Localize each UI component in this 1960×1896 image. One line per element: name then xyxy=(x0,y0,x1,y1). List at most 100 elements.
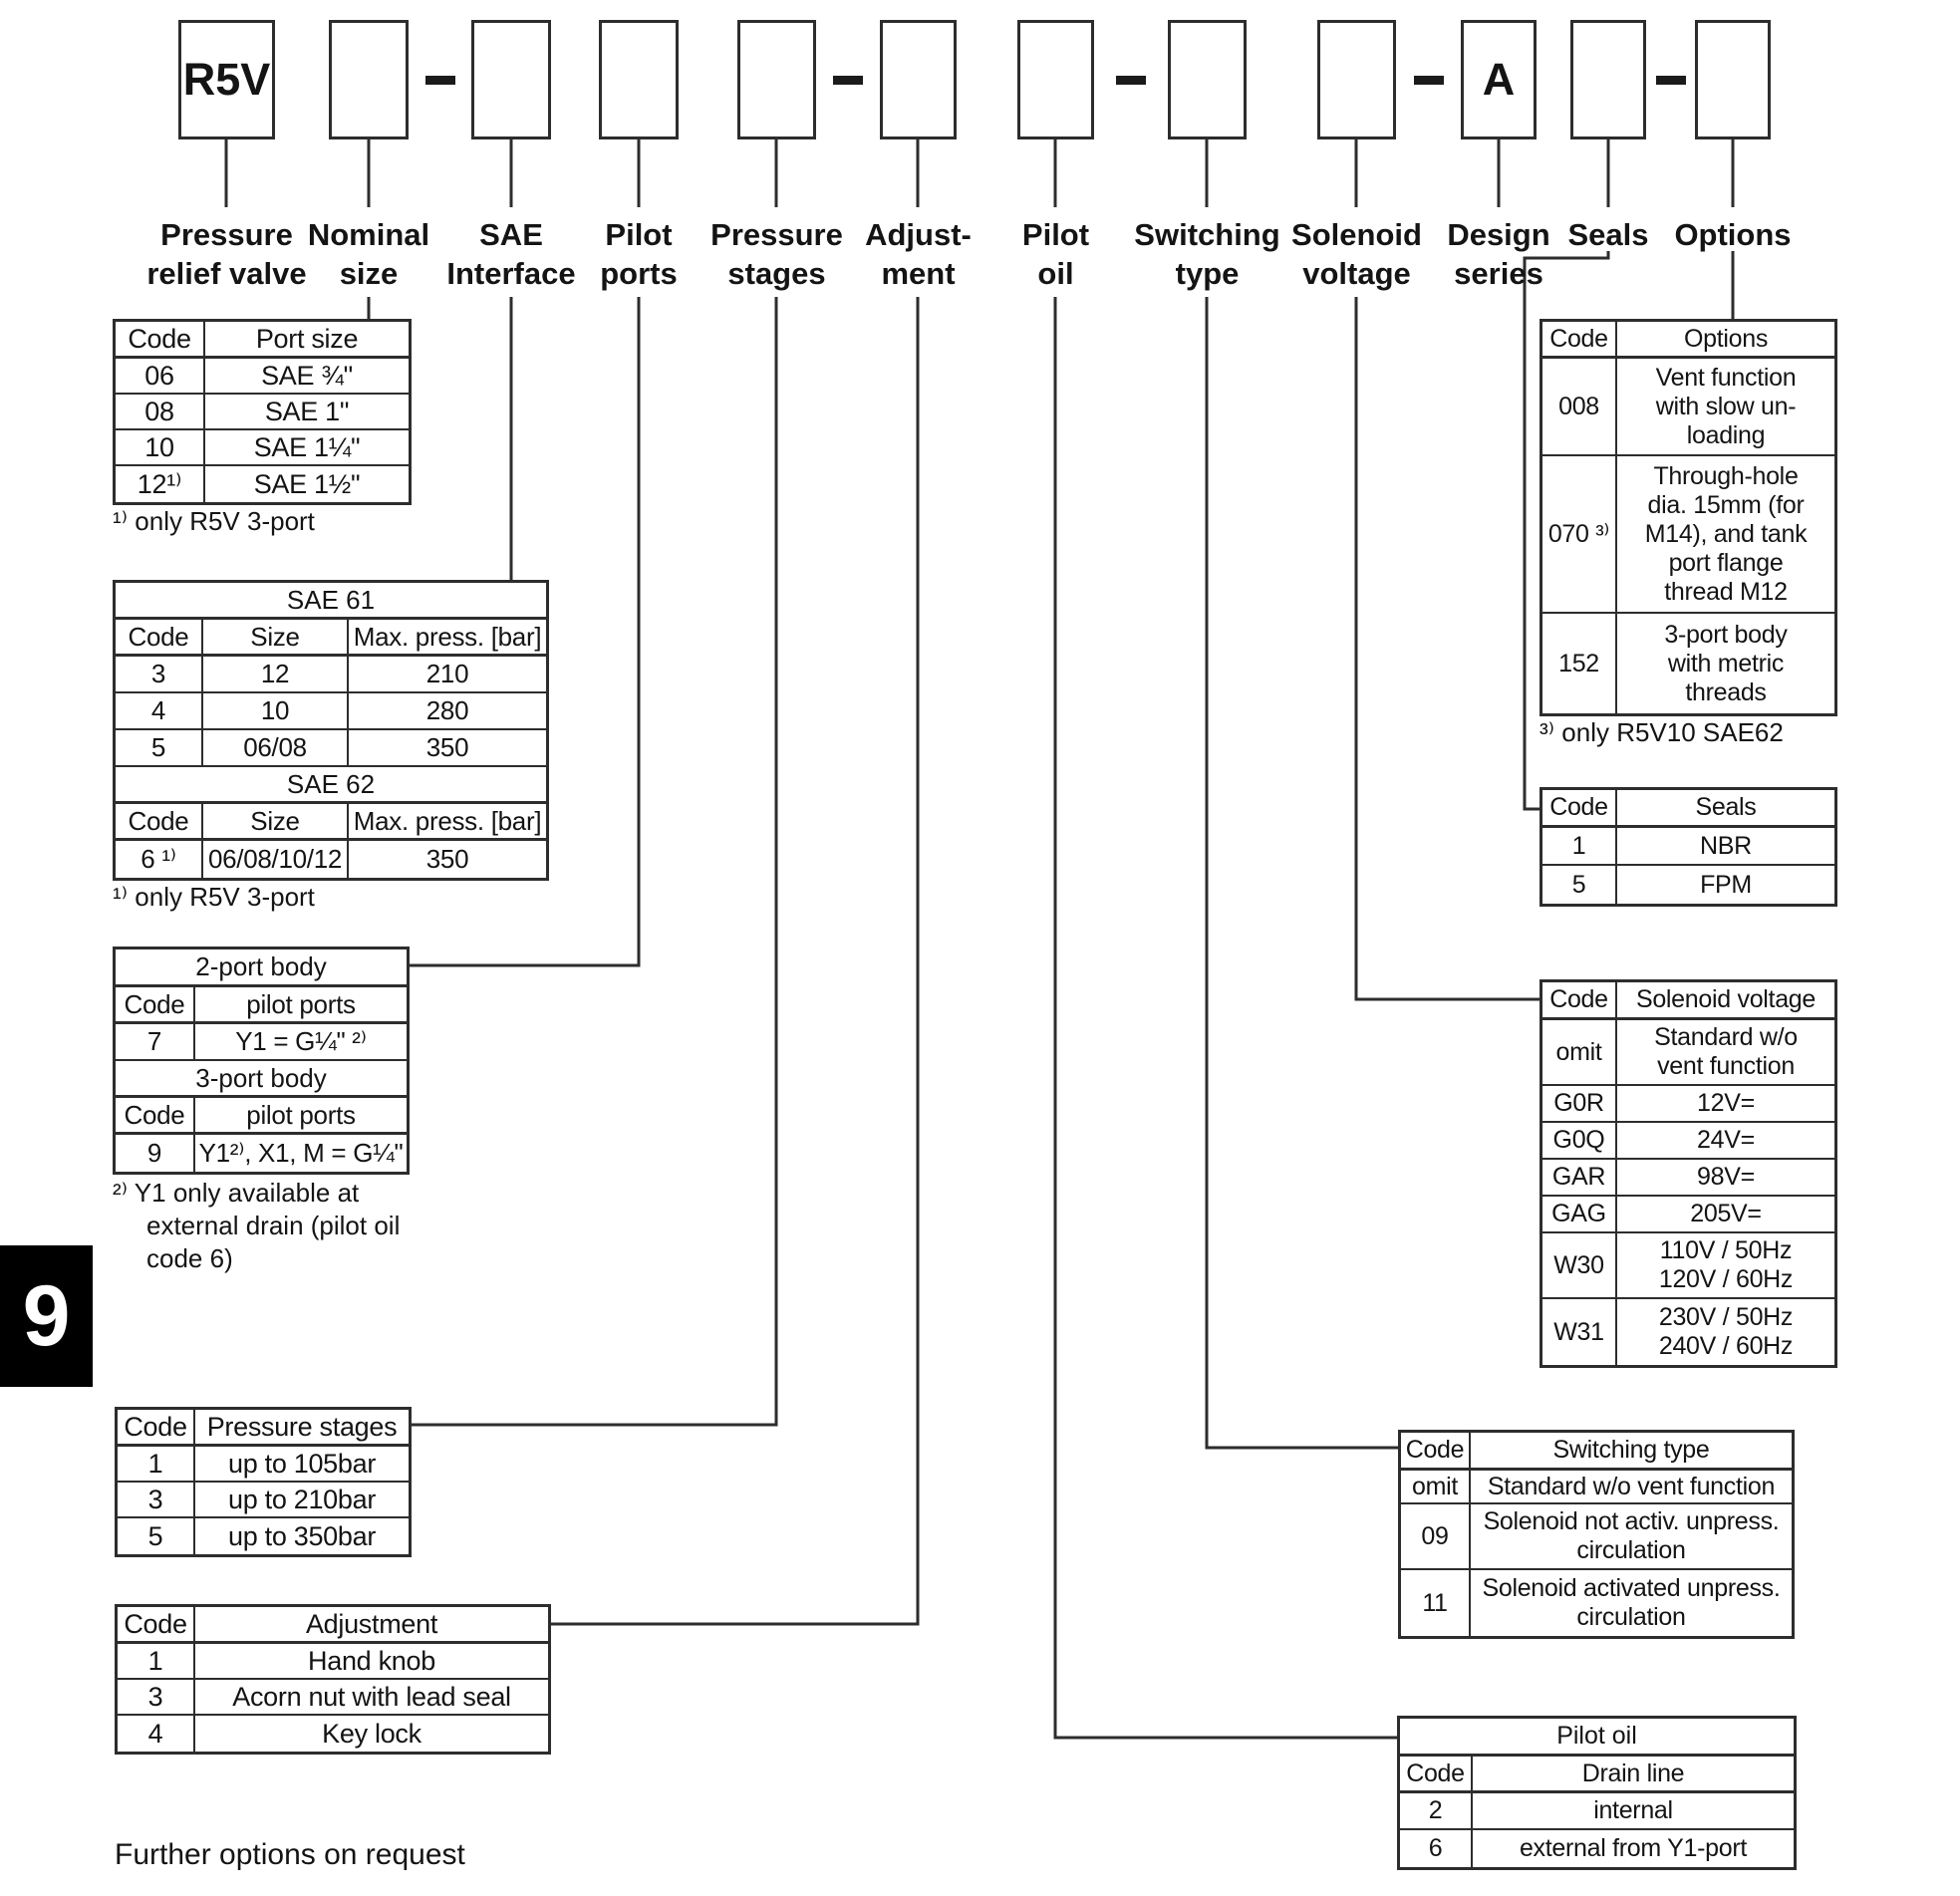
table-row: GAR 98V= xyxy=(1542,1160,1834,1197)
table-cell: 110V / 50Hz 120V / 60Hz xyxy=(1658,1236,1794,1293)
field-label-pressure-stages: Pressure stages xyxy=(710,217,843,291)
table-cell: Standard w/o vent function xyxy=(1654,1023,1798,1080)
table-cell: 210 xyxy=(425,659,469,688)
table-cell: 5 xyxy=(116,730,203,765)
model-code-box-nominal-size xyxy=(329,20,409,139)
table-cell: Vent function with slow un- loading xyxy=(1655,363,1797,449)
table-cell: 12¹⁾ xyxy=(116,466,205,502)
table-cell: 08 xyxy=(116,395,205,428)
column-header: Code xyxy=(116,620,203,654)
column-header: Code xyxy=(1542,322,1617,356)
table-cell: 4 xyxy=(116,693,203,728)
model-code-box-adjustment xyxy=(880,20,957,139)
table-cell: SAE 1½" xyxy=(253,468,361,499)
table-cell: internal xyxy=(1593,1796,1673,1824)
table-cell: NBR xyxy=(1700,831,1752,860)
field-label-design-series: Design series xyxy=(1447,217,1550,291)
column-header: Pressure stages xyxy=(206,1411,398,1442)
table-cell: 06/08/10/12 xyxy=(203,841,349,878)
table-band: 3-port body xyxy=(116,1061,407,1098)
table-cell: 350 xyxy=(425,844,469,874)
table-band: 2-port body xyxy=(116,949,407,987)
column-header: Code xyxy=(118,1410,195,1444)
code-separator-dash xyxy=(833,76,863,85)
table-cell: 070 ³⁾ xyxy=(1542,456,1617,612)
column-header: Code xyxy=(1542,982,1617,1017)
table-cell: 230V / 50Hz 240V / 60Hz xyxy=(1658,1303,1794,1360)
table-cell: 09 xyxy=(1401,1504,1471,1568)
model-code-box-pilot-ports xyxy=(599,20,679,139)
table-cell: SAE 1¼" xyxy=(253,431,361,462)
table-cell: 11 xyxy=(1401,1570,1471,1636)
connector-switching-type xyxy=(1205,297,1400,1450)
table-cell: 12V= xyxy=(1697,1089,1755,1117)
field-label-switching-type: Switching type xyxy=(1134,217,1280,291)
table-cell: 6 xyxy=(1400,1830,1473,1867)
footnote-pilot-ports: ²⁾ Y1 only available at external drain (… xyxy=(113,1178,401,1273)
model-code-box-design-series: A xyxy=(1461,20,1537,139)
table-cell: 1 xyxy=(1542,828,1617,864)
column-header: Size xyxy=(203,620,349,654)
code-separator-dash xyxy=(1655,76,1686,85)
column-header: Size xyxy=(203,804,349,838)
model-code-box-pilot-oil xyxy=(1017,20,1094,139)
table-cell: G0R xyxy=(1542,1086,1617,1121)
table-cell: Hand knob xyxy=(308,1645,435,1676)
field-label-nominal-size: Nominal size xyxy=(307,217,430,291)
table-cell: 7 xyxy=(116,1024,195,1059)
table-cell: Standard w/o vent function xyxy=(1487,1472,1776,1500)
footer-note: Further options on request xyxy=(115,1838,465,1871)
table-cell: Through-hole dia. 15mm (for M14), and ta… xyxy=(1644,461,1808,606)
table-row: 1 NBR xyxy=(1542,828,1834,866)
table-cell: up to 350bar xyxy=(227,1520,377,1551)
table-cell: W30 xyxy=(1542,1233,1617,1297)
model-code-box-pressure-stages xyxy=(737,20,816,139)
table-header-row: Code Pressure stages xyxy=(118,1410,409,1447)
field-label-adjustment: Adjust- ment xyxy=(865,217,972,291)
table-cell: up to 105bar xyxy=(227,1448,377,1479)
column-header: Adjustment xyxy=(305,1608,438,1639)
table-cell: 10 xyxy=(116,430,205,464)
table-cell: G0Q xyxy=(1542,1123,1617,1158)
model-code-box-text: A xyxy=(1482,54,1516,105)
column-header: Max. press. [bar] xyxy=(353,805,542,836)
table-cell: GAR xyxy=(1542,1160,1617,1195)
table-cell: 06 xyxy=(116,359,205,393)
model-code-box-solenoid-voltage xyxy=(1317,20,1396,139)
table-cell: 12 xyxy=(203,657,349,691)
model-code-box-switching-type xyxy=(1168,20,1247,139)
table-cell: Solenoid not activ. unpress. circulation xyxy=(1483,1507,1780,1564)
table-cell: 350 xyxy=(425,732,469,762)
table-cell: 2 xyxy=(1400,1793,1473,1828)
table-cell: 3-port body with metric threads xyxy=(1664,620,1788,706)
table-cell: 98V= xyxy=(1697,1163,1755,1191)
column-header: pilot ports xyxy=(246,988,356,1019)
code-separator-dash xyxy=(1116,76,1146,85)
